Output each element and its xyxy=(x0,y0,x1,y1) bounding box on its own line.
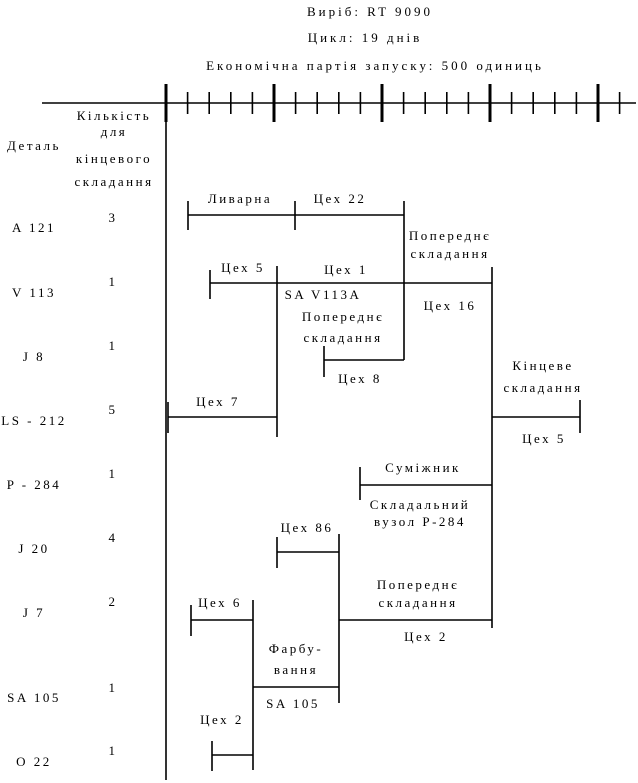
qty-header-line-2: для xyxy=(101,124,128,139)
label-shop-8: Цех 8 xyxy=(338,371,382,386)
part-column-header: Деталь xyxy=(7,138,61,153)
part-id: LS - 212 xyxy=(1,413,67,428)
label-sa-v113a: SA V113A xyxy=(285,287,362,302)
label-shop-1: Цех 1 xyxy=(324,262,368,277)
parts-list: A 121 3 V 113 1 J 8 1 LS - 212 5 P - 284… xyxy=(1,210,118,769)
part-qty: 1 xyxy=(109,466,118,481)
label-sa-105: SA 105 xyxy=(266,696,320,711)
qty-header-line-3: кінцевого xyxy=(76,151,152,166)
part-id: J 8 xyxy=(23,349,45,364)
flow-labels: Ливарна Цех 22 Попереднє складання Цех 5… xyxy=(196,191,582,727)
label-foundry: Ливарна xyxy=(208,191,272,206)
part-qty: 1 xyxy=(109,338,118,353)
part-id: J 20 xyxy=(18,541,49,556)
product-title: Виріб: RT 9090 xyxy=(307,4,433,19)
part-id: P - 284 xyxy=(7,477,62,492)
part-id: V 113 xyxy=(12,285,56,300)
part-qty: 2 xyxy=(109,594,118,609)
process-flow xyxy=(167,201,581,771)
label-pre-assembly-1b: складання xyxy=(410,246,489,261)
label-pre-assembly-2a: Попереднє xyxy=(302,309,384,324)
part-qty: 3 xyxy=(109,210,118,225)
label-pre-assembly-2b: складання xyxy=(303,330,382,345)
part-id: O 22 xyxy=(16,754,52,769)
part-qty: 4 xyxy=(109,530,118,545)
label-painting-b: вання xyxy=(274,662,318,677)
label-shop-2b: Цех 2 xyxy=(200,712,244,727)
label-shop-5a: Цех 5 xyxy=(221,260,265,275)
label-shop-16: Цех 16 xyxy=(424,298,477,313)
label-shop-22: Цех 22 xyxy=(314,191,367,206)
time-axis xyxy=(42,84,636,122)
time-axis-ticks xyxy=(164,84,621,122)
label-pre-assembly-3b: складання xyxy=(378,595,457,610)
label-painting-a: Фарбу- xyxy=(269,641,324,656)
label-final-assembly-a: Кінцеве xyxy=(512,358,573,373)
cycle-title: Цикл: 19 днів xyxy=(308,30,423,45)
label-shop-5b: Цех 5 xyxy=(522,431,566,446)
label-subassembly-a: Складальний xyxy=(370,497,471,512)
label-shop-2a: Цех 2 xyxy=(404,629,448,644)
part-id: J 7 xyxy=(23,605,45,620)
part-id: SA 105 xyxy=(7,690,61,705)
part-id: A 121 xyxy=(12,220,56,235)
label-subassembly-b: вузол Р-284 xyxy=(374,514,466,529)
label-shop-86: Цех 86 xyxy=(281,520,334,535)
label-supplier: Суміжник xyxy=(385,460,461,475)
qty-header-line-1: Кількість xyxy=(77,108,152,123)
batch-title: Економічна партія запуску: 500 одиниць xyxy=(206,58,544,73)
label-final-assembly-b: складання xyxy=(503,380,582,395)
part-qty: 5 xyxy=(109,402,118,417)
part-qty: 1 xyxy=(109,680,118,695)
label-shop-7: Цех 7 xyxy=(196,394,240,409)
part-qty: 1 xyxy=(109,743,118,758)
qty-column-header: Кількість для кінцевого складання xyxy=(74,108,153,189)
label-pre-assembly-1a: Попереднє xyxy=(409,228,491,243)
part-qty: 1 xyxy=(109,274,118,289)
label-shop-6: Цех 6 xyxy=(198,595,242,610)
qty-header-line-4: складання xyxy=(74,174,153,189)
label-pre-assembly-3a: Попереднє xyxy=(377,577,459,592)
